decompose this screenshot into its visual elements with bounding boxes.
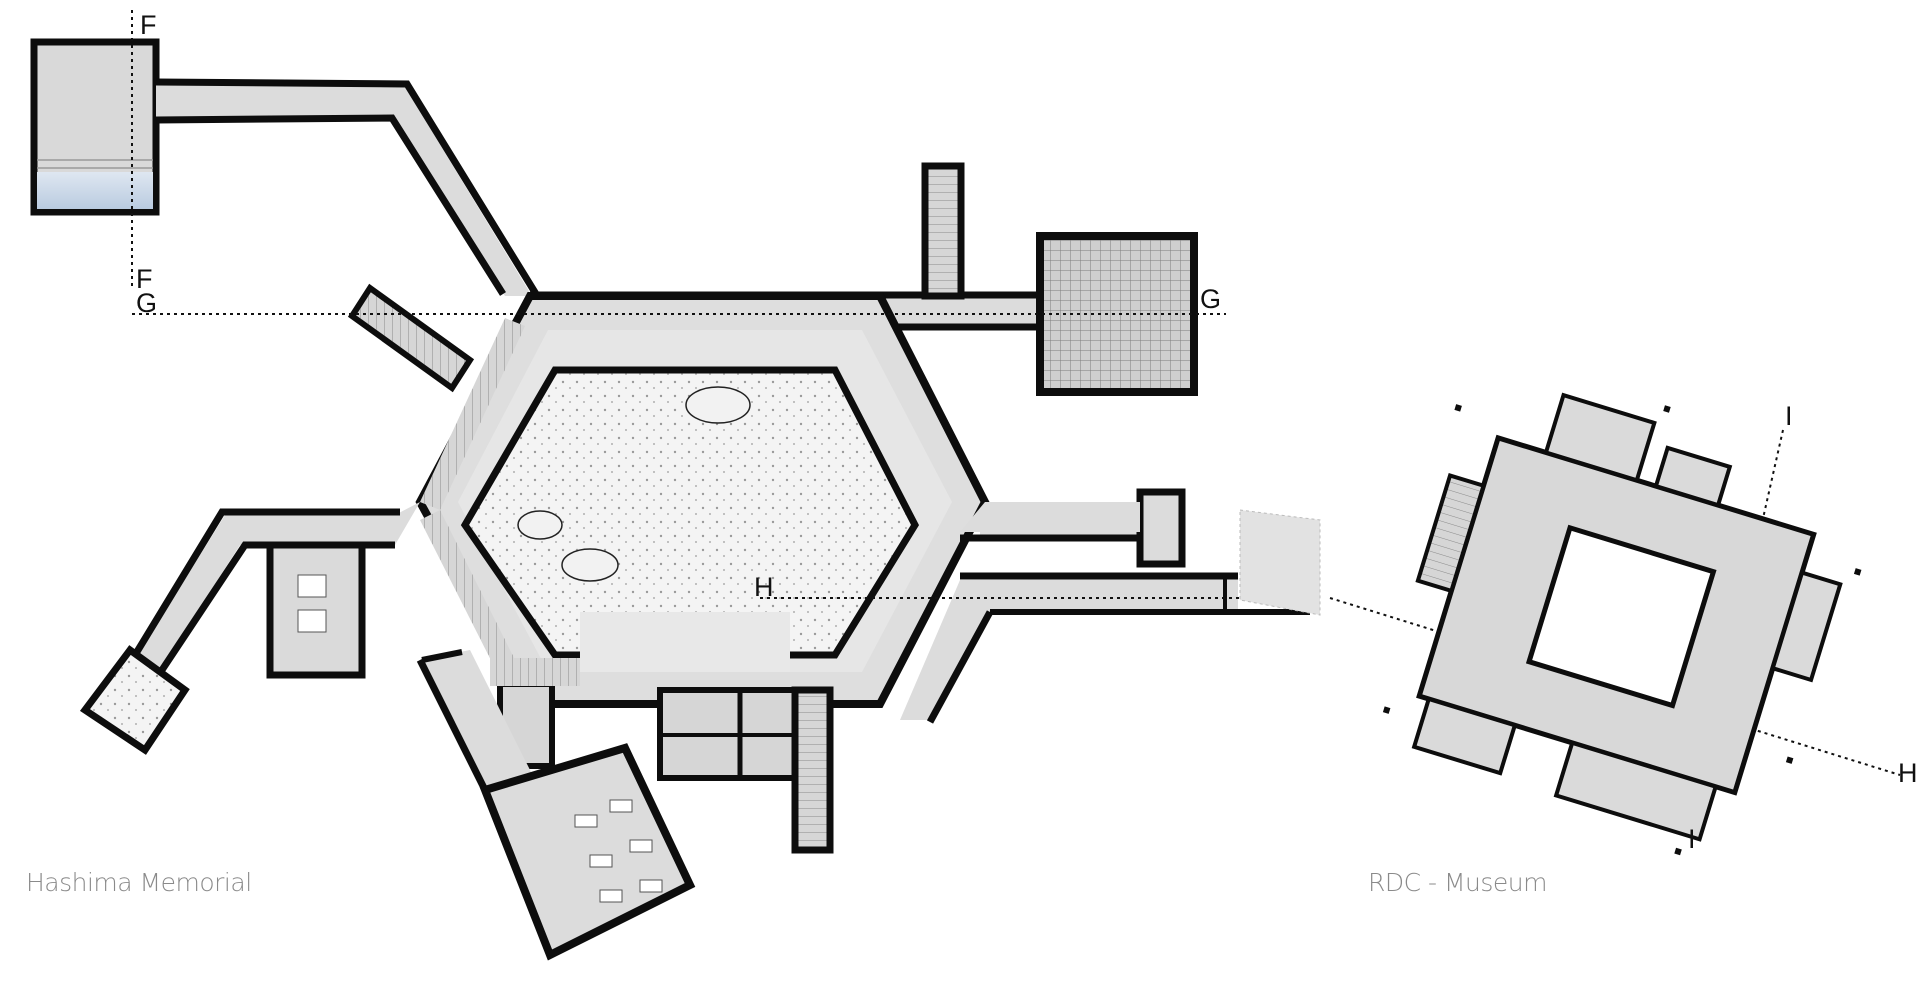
memorial-east-room xyxy=(960,502,1140,532)
section-h-left: H xyxy=(754,572,774,602)
caption-rdc-museum: RDC - Museum xyxy=(1368,868,1548,897)
section-i-top: I xyxy=(1785,401,1793,431)
section-i-bottom: I xyxy=(1688,824,1696,854)
memorial-water-room xyxy=(30,38,160,216)
memorial-west-branches xyxy=(79,502,420,755)
section-h-right: H xyxy=(1898,758,1918,788)
memorial-plan xyxy=(30,38,1310,961)
caption-hashima-memorial: Hashima Memorial xyxy=(26,868,252,897)
section-lines-memorial xyxy=(131,10,1320,599)
section-g-left: G xyxy=(136,288,157,318)
memorial-south-block xyxy=(490,658,834,854)
section-f-top: F xyxy=(140,10,157,40)
memorial-hexagon xyxy=(415,292,990,708)
memorial-nw-stair xyxy=(347,283,475,393)
memorial-sw-room xyxy=(416,649,696,961)
section-g-right: G xyxy=(1200,284,1221,314)
section-labels: F F G G H H I I xyxy=(136,10,1918,854)
museum-plan xyxy=(1382,392,1862,856)
museum-connector xyxy=(1239,509,1321,616)
section-f-bottom: F xyxy=(136,264,153,294)
memorial-north-corridor xyxy=(155,78,539,296)
